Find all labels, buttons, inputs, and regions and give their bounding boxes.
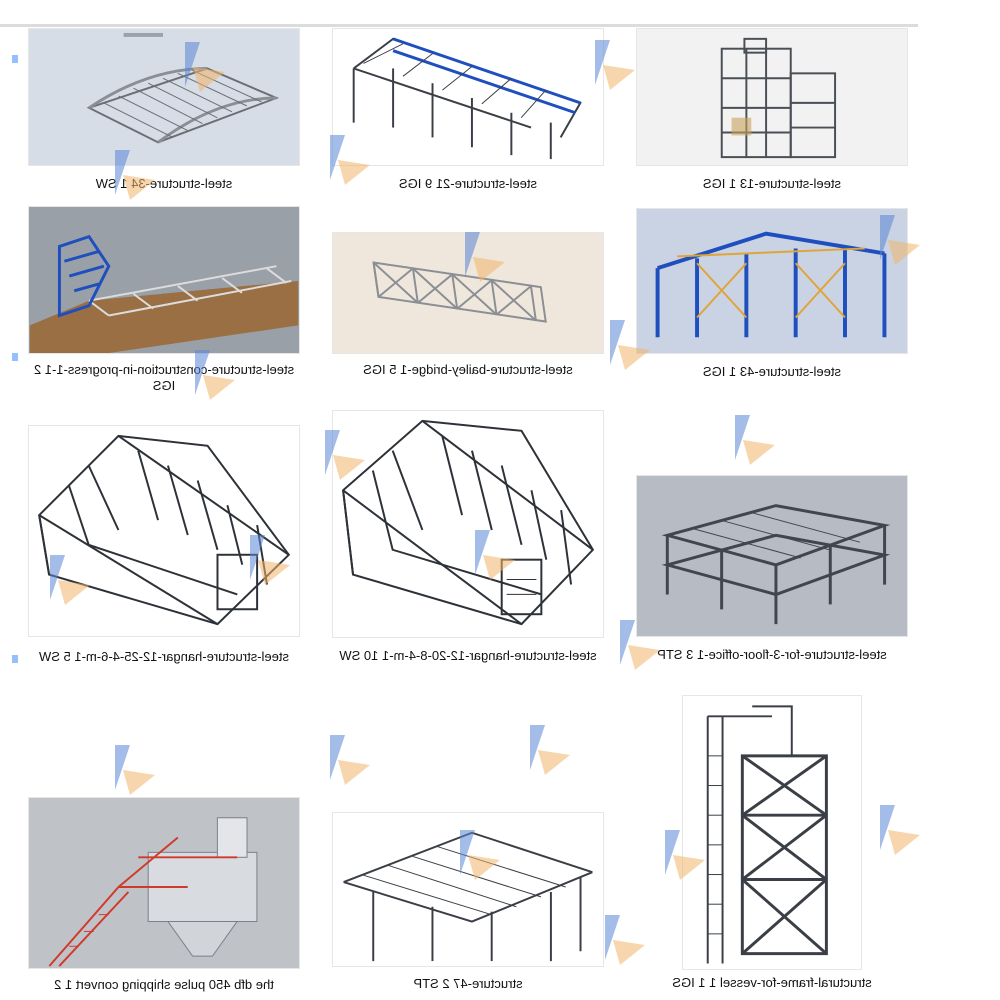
thumbnail-image[interactable]: [332, 410, 604, 638]
tile-caption: steel-structure-21 9 IGS: [399, 176, 537, 191]
gallery-tile[interactable]: steel-structure-hangar-12-25-4-6-m-1 5 S…: [28, 425, 300, 670]
thumbnail-image[interactable]: [636, 208, 908, 354]
thumbnail-image[interactable]: [636, 28, 908, 166]
tile-caption: structural-frame-for-vessel 1 1 IGS: [672, 975, 872, 990]
gallery-tile[interactable]: steel-structure-34 1 SW: [28, 28, 300, 198]
gallery-tile[interactable]: steel-structure-construction-in-progress…: [28, 206, 300, 396]
right-margin: [918, 0, 1000, 1000]
thumbnail-image[interactable]: [28, 425, 300, 637]
tile-caption: steel-structure-bailey-bridge-1 5 IGS: [363, 362, 573, 377]
thumbnail-image[interactable]: [682, 695, 862, 970]
edge-marker: [12, 55, 18, 63]
watermark-logo-icon: [510, 715, 580, 785]
thumbnail-image[interactable]: [28, 797, 300, 969]
thumbnail-image[interactable]: [332, 812, 604, 967]
thumbnail-image[interactable]: [28, 28, 300, 166]
gallery-tile[interactable]: steel-structure-43 1 IGS: [636, 208, 908, 388]
tile-caption: the dfb 450 pulse shipping convert 1 2: [54, 977, 274, 992]
thumbnail-image[interactable]: [332, 28, 604, 166]
tile-caption: steel-structure-13 1 IGS: [703, 176, 841, 191]
watermark-logo-icon: [715, 405, 785, 475]
watermark-logo-icon: [310, 725, 380, 795]
toolbar-divider: [0, 24, 918, 27]
toolbar-strip: [0, 0, 918, 24]
tile-caption: steel-structure-43 1 IGS: [703, 364, 841, 379]
tile-caption: steel-structure-for-3-floor-office-1 3 S…: [657, 647, 887, 662]
gallery-tile[interactable]: steel-structure-21 9 IGS: [332, 28, 604, 198]
tile-caption: structure-47 2 STP: [413, 976, 523, 991]
tile-caption: steel-structure-hangar-12-20-8-4-m-1 10 …: [339, 648, 597, 663]
gallery-tile[interactable]: the dfb 450 pulse shipping convert 1 2: [28, 797, 300, 992]
tile-caption: steel-structure-hangar-12-25-4-6-m-1 5 S…: [39, 649, 289, 664]
gallery-tile[interactable]: steel-structure-bailey-bridge-1 5 IGS: [332, 232, 604, 397]
thumbnail-image[interactable]: [332, 232, 604, 354]
gallery-tile[interactable]: steel-structure-13 1 IGS: [636, 28, 908, 198]
gallery-tile[interactable]: steel-structure-hangar-12-20-8-4-m-1 10 …: [332, 410, 604, 690]
tile-caption: steel-structure-34 1 SW: [95, 176, 233, 191]
watermark-logo-icon: [95, 735, 165, 805]
thumbnail-image[interactable]: [636, 475, 908, 637]
thumbnail-image[interactable]: [28, 206, 300, 354]
edge-marker: [12, 353, 18, 361]
tile-caption: steel-structure-construction-in-progress…: [33, 362, 295, 393]
edge-marker: [12, 655, 18, 663]
gallery-tile[interactable]: structure-47 2 STP: [332, 812, 604, 992]
gallery-tile[interactable]: steel-structure-for-3-floor-office-1 3 S…: [636, 475, 908, 665]
gallery-tile[interactable]: structural-frame-for-vessel 1 1 IGS: [672, 695, 872, 992]
